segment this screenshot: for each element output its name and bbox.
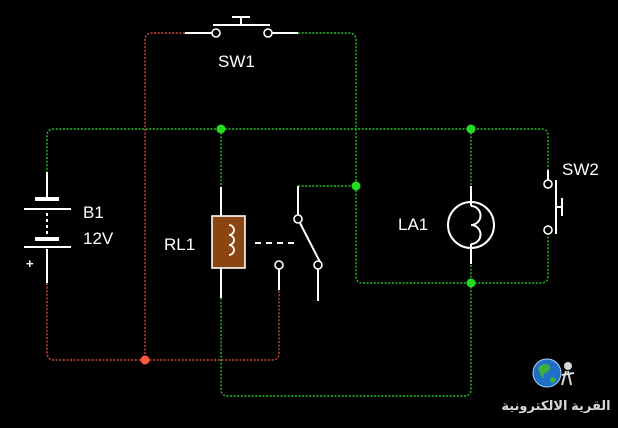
battery-b1 bbox=[24, 172, 71, 283]
wire-battery-bottom bbox=[46, 272, 280, 361]
rl1-label: RL1 bbox=[164, 235, 195, 254]
rl1-contact-nc bbox=[313, 260, 323, 270]
wire-top-bus bbox=[46, 128, 549, 195]
relay-rl1-coil bbox=[211, 187, 246, 298]
junctions bbox=[140, 124, 476, 365]
junction-dot bbox=[216, 124, 226, 134]
rl1-contact-common bbox=[293, 214, 303, 224]
lamp-la1 bbox=[447, 186, 495, 264]
rl1-coil-winding bbox=[228, 224, 235, 256]
junction-dot bbox=[466, 278, 476, 288]
globe-person-icon bbox=[532, 358, 575, 388]
wire-sw1-left bbox=[144, 32, 185, 360]
wire-sw1-right bbox=[298, 32, 549, 284]
junction-dot bbox=[351, 181, 361, 191]
la1-filament bbox=[470, 205, 482, 245]
sw1-label: SW1 bbox=[218, 52, 255, 71]
sw1-pushbutton bbox=[185, 16, 298, 38]
rl1-switch-arm bbox=[299, 222, 321, 263]
sw2-label: SW2 bbox=[562, 160, 599, 179]
sw2-contact-bottom bbox=[543, 225, 553, 235]
junction-dot bbox=[466, 124, 476, 134]
sw2-contact-top bbox=[543, 179, 553, 189]
b1-polarity-plus: + bbox=[26, 256, 34, 271]
sw1-contact-right bbox=[263, 28, 273, 38]
rl1-coil-body bbox=[211, 215, 246, 269]
sw2-pushbutton bbox=[543, 170, 563, 235]
wires-ground bbox=[46, 32, 549, 397]
watermark-text: القرية الالكترونية bbox=[501, 398, 610, 413]
relay-rl1-switch bbox=[255, 186, 323, 301]
la1-label: LA1 bbox=[398, 215, 428, 234]
junction-dot bbox=[140, 355, 150, 365]
rl1-contact-no bbox=[274, 260, 284, 270]
b1-label: B1 bbox=[83, 203, 104, 222]
wire-bottom-return bbox=[220, 283, 472, 397]
sw1-contact-left bbox=[211, 28, 221, 38]
b1-voltage-label: 12V bbox=[83, 229, 114, 248]
wires-energized bbox=[46, 32, 280, 361]
watermark: القرية الالكترونية bbox=[501, 358, 611, 413]
